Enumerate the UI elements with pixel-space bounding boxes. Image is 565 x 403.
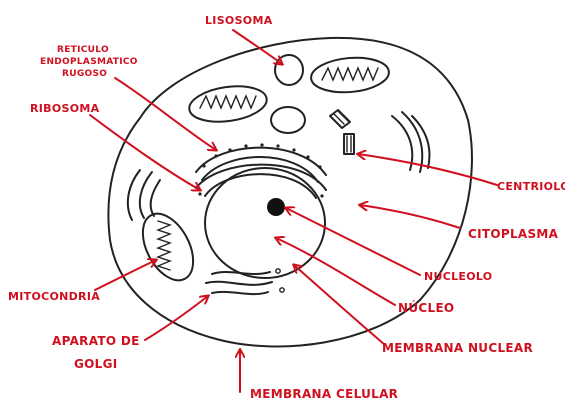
nucleus-shape xyxy=(205,168,325,278)
label-nucleo: NÚCLEO xyxy=(398,300,454,315)
left-cisternae xyxy=(128,170,160,220)
label-ribosoma: RIBOSOMA xyxy=(30,102,100,115)
label-centriolo: CENTRIOLO xyxy=(497,180,565,193)
label-aparato-line2: GOLGI xyxy=(74,357,118,371)
label-reticulo-line2: ENDOPLASMATICO xyxy=(40,57,138,67)
label-aparato-line1: APARATO DE xyxy=(52,334,140,348)
mitochondrion-top-right xyxy=(310,55,391,96)
lysosome-shape xyxy=(275,55,303,85)
nucleolus-shape xyxy=(267,198,285,216)
label-mitocondria: MITOCONDRIA xyxy=(8,290,100,303)
label-membrana-celular: MEMBRANA CELULAR xyxy=(250,387,398,401)
golgi-shape xyxy=(206,269,284,294)
label-reticulo-line1: RETICULO xyxy=(57,45,109,55)
rough-er-shape xyxy=(196,143,326,198)
label-membrana-nuclear: MEMBRANA NUCLEAR xyxy=(382,341,533,355)
label-nucleolo: NUCLEOLO xyxy=(424,270,492,283)
label-lisosoma: LISOSOMA xyxy=(205,14,273,27)
mitochondrion-top-left xyxy=(187,82,269,127)
vesicle-shape xyxy=(271,107,305,133)
centriole-shape xyxy=(330,110,354,154)
label-citoplasma: CITOPLASMA xyxy=(468,227,559,241)
label-reticulo-line3: RUGOSO xyxy=(62,69,107,79)
